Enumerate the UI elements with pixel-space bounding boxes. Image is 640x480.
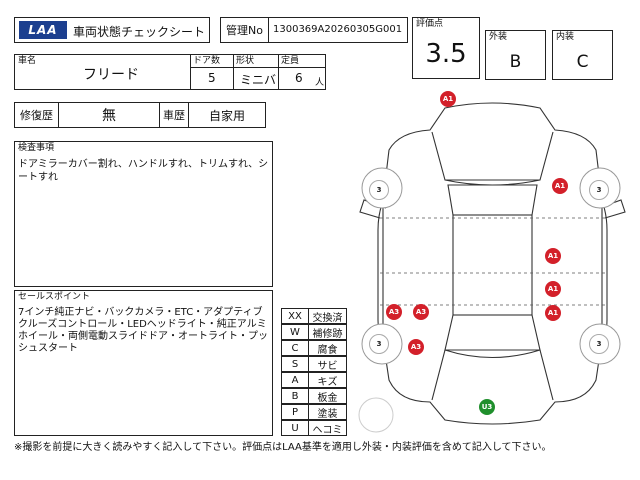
car-body-outline [382,102,603,425]
score-box: 評価点 3.5 [412,17,480,79]
inspection-text: ドアミラーカバー割れ、ハンドルすれ、トリムすれ、シートすれ [18,159,269,183]
mgmt-label: 管理No [221,18,269,42]
header-title-box: LAA 車両状態チェックシート [14,17,210,43]
inspection-label: 検査事項 [18,143,55,153]
capacity-value: 6 [295,71,303,85]
car-history-value: 自家用 [208,108,245,123]
repair-value: 無 [102,108,116,124]
score-value: 3.5 [425,39,467,69]
exterior-grade: B [509,52,522,72]
interior-grade: C [576,52,589,72]
spare-tire [358,397,394,433]
inspection-box: 検査事項 ドアミラーカバー割れ、ハンドルすれ、トリムすれ、シートすれ [14,141,273,287]
legend-code: B [281,388,309,404]
exterior-box: 外装 B [485,30,546,80]
legend-desc: サビ [308,356,347,372]
legend-desc: 板金 [308,388,347,404]
legend-code: U [281,420,309,436]
car-name: フリード [83,67,139,83]
car-hood [431,131,554,181]
capacity-unit: 人 [315,78,325,88]
legend-desc: 交換済 [308,308,347,324]
car-history-label: 車歴 [159,103,189,127]
damage-mark-a3: A3 [386,304,402,320]
legend-code: W [281,324,309,340]
legend-code: A [281,372,309,388]
doors-label: ドア数 [193,56,221,66]
damage-mark-a1: A1 [545,305,561,321]
legend-desc: 腐食 [308,340,347,356]
car-roof [452,214,533,316]
history-box: 修復歴 無 車歴 自家用 [14,102,266,128]
sales-label: セールスポイント [18,292,91,302]
repair-label: 修復歴 [15,103,59,127]
legend-desc: 塗装 [308,404,347,420]
legend-desc: ヘコミ [308,420,347,436]
damage-mark-3: 3 [369,334,389,354]
damage-mark-a1: A1 [552,178,568,194]
legend-desc: 補修跡 [308,324,347,340]
shape-label: 形状 [236,56,255,66]
sheet-title: 車両状態チェックシート [73,25,206,39]
exterior-label: 外装 [489,32,508,42]
car-diagram [358,102,626,433]
sales-text: 7インチ純正ナビ・バックカメラ・ETC・アダプティブクルーズコントロール・LED… [18,307,268,354]
legend-code: P [281,404,309,420]
interior-box: 内装 C [552,30,613,80]
car-windshield [447,184,538,216]
mgmt-box: 管理No 1300369A20260305G001 [220,17,408,43]
legend-desc: キズ [308,372,347,388]
mgmt-number: 1300369A20260305G001 [273,24,403,35]
doors-value: 5 [208,71,216,85]
damage-mark-a3: A3 [413,304,429,320]
capacity-label: 定員 [281,56,300,66]
interior-label: 内装 [556,32,575,42]
car-rear-glass [444,314,541,351]
footer-note: ※撮影を前提に大きく読みやすく記入して下さい。評価点はLAA基準を適用し外装・内… [14,442,552,453]
car-info-box: 車名 フリード ドア数 5 形状 ミニバ 定員 6 人 [14,54,326,90]
car-name-label: 車名 [18,56,37,66]
damage-mark-a1: A1 [545,281,561,297]
damage-mark-a1: A1 [545,248,561,264]
damage-mark-3: 3 [369,180,389,200]
damage-mark-a3: A3 [408,339,424,355]
damage-mark-u3: U3 [479,399,495,415]
score-label: 評価点 [416,19,444,29]
sales-box: セールスポイント 7インチ純正ナビ・バックカメラ・ETC・アダプティブクルーズコ… [14,290,273,436]
legend-code: C [281,340,309,356]
damage-mark-a1: A1 [440,91,456,107]
damage-mark-3: 3 [589,180,609,200]
laa-logo: LAA [19,21,67,39]
legend-code: XX [281,308,309,324]
damage-mark-3: 3 [589,334,609,354]
shape-value: ミニバ [240,73,277,87]
legend-code: S [281,356,309,372]
